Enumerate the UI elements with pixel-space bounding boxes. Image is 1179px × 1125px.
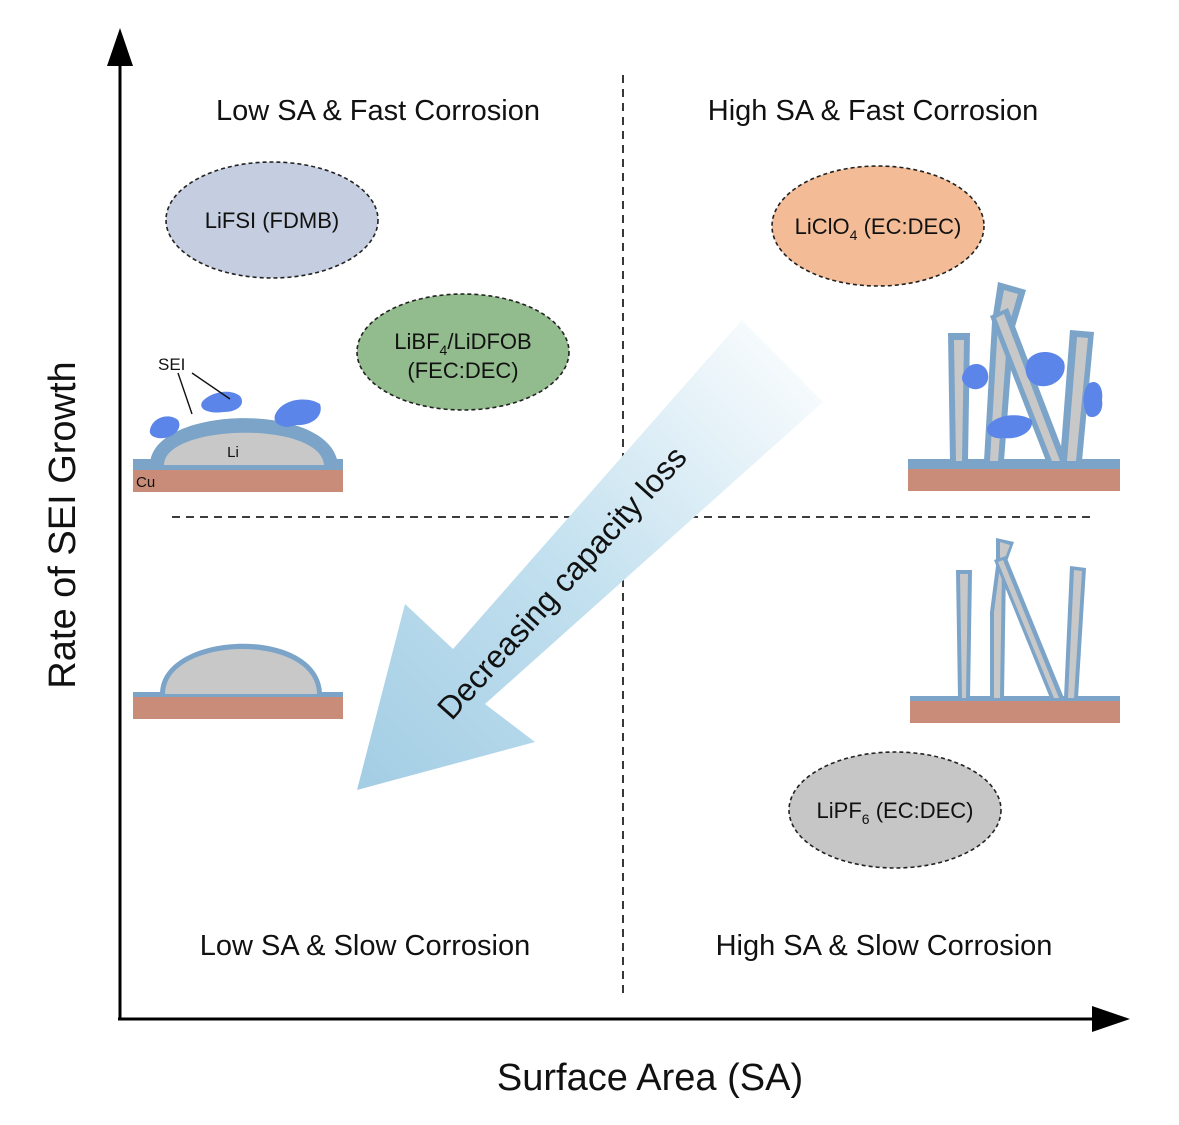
electrolyte-liclo4-label: LiClO4 (EC:DEC) [795,214,962,243]
x-axis [118,1006,1130,1032]
electrolyte-lifsi-label: LiFSI (FDMB) [205,208,339,233]
y-axis [107,28,133,1020]
quadrant-label-top-right: High SA & Fast Corrosion [708,95,1038,127]
quadrant-label-top-left: Low SA & Fast Corrosion [216,95,540,127]
schematic-low-sa-fast: SEI Li Cu [133,355,343,492]
y-axis-title: Rate of SEI Growth [42,361,84,688]
electrolyte-lifsi: LiFSI (FDMB) [165,161,379,279]
schematic-high-sa-slow [910,538,1120,723]
electrolyte-lipf6-label: LiPF6 (EC:DEC) [817,798,974,827]
sei-particle [149,416,180,439]
sei-particle [274,399,321,427]
electrolyte-libf4-lidfob: LiBF4/LiDFOB (FEC:DEC) [356,293,570,411]
electrolyte-lipf6: LiPF6 (EC:DEC) [788,751,1002,869]
electrolyte-libf4-line1: LiBF4/LiDFOB [394,329,531,358]
schematic-high-sa-fast [908,282,1120,491]
cu-substrate [133,697,343,719]
quadrant-label-bottom-left: Low SA & Slow Corrosion [200,930,530,962]
li-deposit [164,432,324,465]
quadrant-label-bottom-right: High SA & Slow Corrosion [716,930,1053,962]
cu-substrate [910,701,1120,723]
li-deposit [165,648,317,694]
cu-substrate [133,470,343,492]
sei-particle [201,391,243,413]
electrolyte-libf4-line2: (FEC:DEC) [407,358,518,383]
capacity-loss-arrow-label: Decreasing capacity loss [430,439,694,726]
schematic-low-sa-slow [133,643,343,719]
x-axis-title: Surface Area (SA) [497,1057,803,1099]
li-label: Li [227,444,239,461]
cu-substrate [908,469,1120,491]
electrolyte-liclo4: LiClO4 (EC:DEC) [771,165,985,287]
cu-label: Cu [136,474,155,491]
sei-label: SEI [158,355,185,374]
